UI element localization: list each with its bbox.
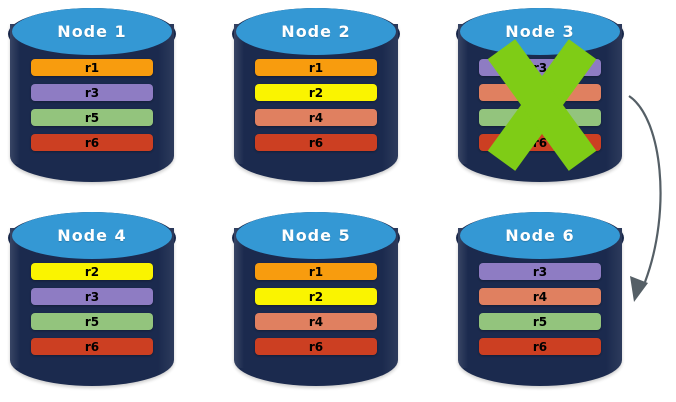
cylinder-top-ellipse: Node 6 bbox=[460, 212, 620, 259]
record-bar[interactable]: r4 bbox=[255, 313, 377, 330]
record-bar[interactable]: r6 bbox=[255, 134, 377, 151]
record-bar[interactable]: r1 bbox=[31, 59, 153, 76]
node-cylinder-3[interactable]: Node 3 r3 r4 r5 r6 bbox=[452, 2, 628, 196]
record-bar-label: r4 bbox=[308, 110, 324, 125]
record-bar-label: r1 bbox=[84, 60, 100, 75]
record-bar-label: r2 bbox=[84, 264, 100, 279]
cylinder-top-ellipse: Node 4 bbox=[12, 212, 172, 259]
cylinder-top-ellipse: Node 1 bbox=[12, 8, 172, 55]
record-bar-label: r6 bbox=[308, 135, 324, 150]
record-bar[interactable]: r4 bbox=[479, 84, 601, 101]
record-bar-label: r6 bbox=[308, 339, 324, 354]
record-bar[interactable]: r5 bbox=[479, 109, 601, 126]
record-bar[interactable]: r3 bbox=[31, 288, 153, 305]
record-bar-list: r3 r4 r5 r6 bbox=[452, 263, 628, 355]
record-bar[interactable]: r6 bbox=[31, 338, 153, 355]
record-bar-label: r6 bbox=[84, 135, 100, 150]
record-bar-label: r2 bbox=[308, 85, 324, 100]
record-bar[interactable]: r5 bbox=[31, 313, 153, 330]
record-bar-label: r3 bbox=[532, 60, 548, 75]
record-bar[interactable]: r3 bbox=[479, 263, 601, 280]
record-bar-list: r1 r2 r4 r6 bbox=[228, 263, 404, 355]
record-bar-label: r6 bbox=[532, 339, 548, 354]
node-label: Node 4 bbox=[57, 226, 127, 245]
node-cylinder-2[interactable]: Node 2 r1 r2 r4 r6 bbox=[228, 2, 404, 196]
node-cylinder-1[interactable]: Node 1 r1 r3 r5 r6 bbox=[4, 2, 180, 196]
record-bar[interactable]: r3 bbox=[31, 84, 153, 101]
record-bar[interactable]: r6 bbox=[255, 338, 377, 355]
record-bar[interactable]: r4 bbox=[255, 109, 377, 126]
record-bar[interactable]: r2 bbox=[255, 288, 377, 305]
node-label: Node 2 bbox=[281, 22, 351, 41]
node-cylinder-4[interactable]: Node 4 r2 r3 r5 r6 bbox=[4, 206, 180, 400]
cylinder-body bbox=[458, 228, 622, 386]
record-bar-label: r5 bbox=[532, 314, 548, 329]
record-bar[interactable]: r6 bbox=[479, 134, 601, 151]
arrowhead-icon bbox=[630, 276, 648, 302]
node-label: Node 1 bbox=[57, 22, 127, 41]
record-bar-label: r1 bbox=[308, 60, 324, 75]
record-bar-list: r1 r3 r5 r6 bbox=[4, 59, 180, 151]
record-bar-label: r3 bbox=[84, 85, 100, 100]
node-cylinder-6[interactable]: Node 6 r3 r4 r5 r6 bbox=[452, 206, 628, 400]
record-bar[interactable]: r6 bbox=[31, 134, 153, 151]
record-bar-list: r2 r3 r5 r6 bbox=[4, 263, 180, 355]
record-bar-label: r3 bbox=[84, 289, 100, 304]
node-label: Node 3 bbox=[505, 22, 575, 41]
record-bar-label: r1 bbox=[308, 264, 324, 279]
record-bar-label: r5 bbox=[84, 110, 100, 125]
record-bar[interactable]: r2 bbox=[255, 84, 377, 101]
record-bar[interactable]: r3 bbox=[479, 59, 601, 76]
record-bar-list: r1 r2 r4 r6 bbox=[228, 59, 404, 151]
arrow-curve-path bbox=[628, 95, 662, 283]
record-bar[interactable]: r5 bbox=[31, 109, 153, 126]
record-bar-label: r5 bbox=[532, 110, 548, 125]
record-bar-label: r5 bbox=[84, 314, 100, 329]
record-bar-label: r4 bbox=[532, 289, 548, 304]
cylinder-top-ellipse: Node 5 bbox=[236, 212, 396, 259]
record-bar[interactable]: r6 bbox=[479, 338, 601, 355]
record-bar[interactable]: r5 bbox=[479, 313, 601, 330]
node-cylinder-5[interactable]: Node 5 r1 r2 r4 r6 bbox=[228, 206, 404, 400]
record-bar-label: r6 bbox=[532, 135, 548, 150]
record-bar-label: r6 bbox=[84, 339, 100, 354]
node-label: Node 5 bbox=[281, 226, 351, 245]
cylinder-top-ellipse: Node 3 bbox=[460, 8, 620, 55]
record-bar[interactable]: r2 bbox=[31, 263, 153, 280]
record-bar-list: r3 r4 r5 r6 bbox=[452, 59, 628, 151]
record-bar[interactable]: r1 bbox=[255, 59, 377, 76]
record-bar-label: r2 bbox=[308, 289, 324, 304]
record-bar[interactable]: r4 bbox=[479, 288, 601, 305]
node-label: Node 6 bbox=[505, 226, 575, 245]
record-bar[interactable]: r1 bbox=[255, 263, 377, 280]
cylinder-top-ellipse: Node 2 bbox=[236, 8, 396, 55]
record-bar-label: r3 bbox=[532, 264, 548, 279]
record-bar-label: r4 bbox=[532, 85, 548, 100]
record-bar-label: r4 bbox=[308, 314, 324, 329]
